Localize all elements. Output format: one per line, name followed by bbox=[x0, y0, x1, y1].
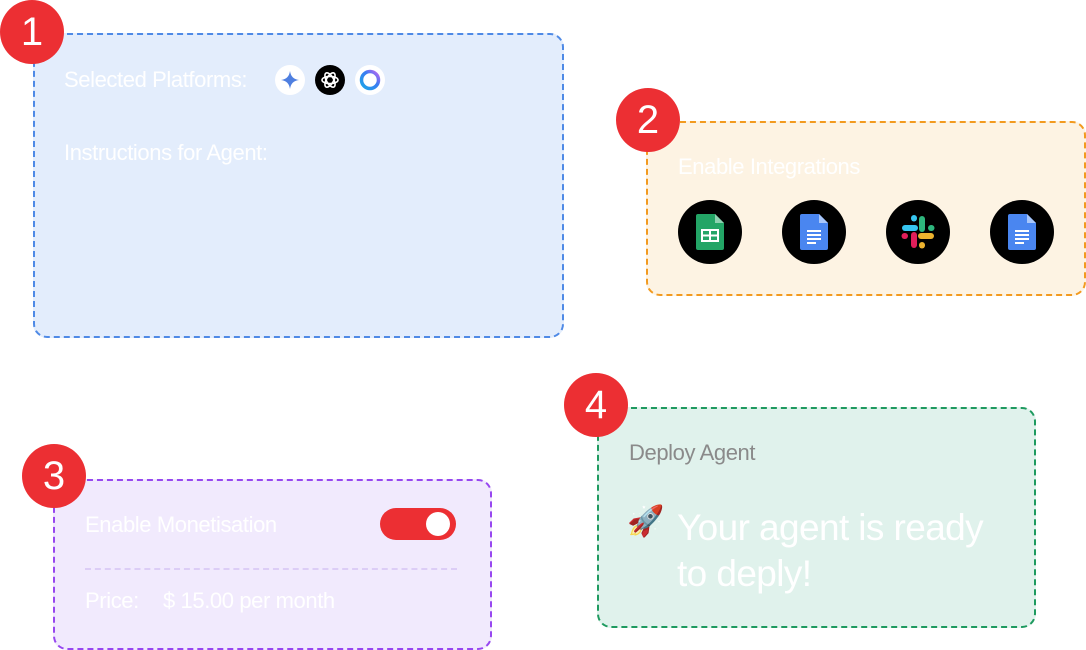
monetisation-title: Enable Monetisation bbox=[85, 512, 277, 537]
deploy-message: Your agent is ready to deply! bbox=[677, 507, 984, 594]
deploy-card bbox=[597, 407, 1036, 628]
monetisation-card bbox=[53, 479, 492, 650]
step-badge-2: 2 bbox=[616, 88, 680, 152]
price-value[interactable]: $ 15.00 per month bbox=[163, 588, 335, 613]
step-badge-4: 4 bbox=[564, 373, 628, 437]
monetisation-toggle[interactable] bbox=[380, 508, 456, 540]
step-badge-1: 1 bbox=[0, 0, 64, 64]
integrations-title: Enable Integrations bbox=[678, 154, 860, 179]
price-label: Price: bbox=[85, 588, 139, 613]
toggle-knob bbox=[426, 512, 450, 536]
slack-icon[interactable] bbox=[886, 200, 950, 264]
gemini-icon[interactable] bbox=[275, 65, 305, 95]
rocket-icon: 🚀 bbox=[627, 505, 665, 538]
google-docs-icon[interactable] bbox=[990, 200, 1054, 264]
step-badge-3: 3 bbox=[22, 444, 86, 508]
divider bbox=[85, 568, 457, 570]
google-sheets-icon[interactable] bbox=[678, 200, 742, 264]
copilot-ring-icon[interactable] bbox=[355, 65, 385, 95]
google-docs-icon[interactable] bbox=[782, 200, 846, 264]
deploy-title: Deploy Agent bbox=[629, 440, 756, 465]
selected-platforms-label: Selected Platforms: bbox=[64, 67, 248, 92]
openai-icon[interactable] bbox=[315, 65, 345, 95]
instructions-label: Instructions for Agent: bbox=[64, 140, 268, 165]
